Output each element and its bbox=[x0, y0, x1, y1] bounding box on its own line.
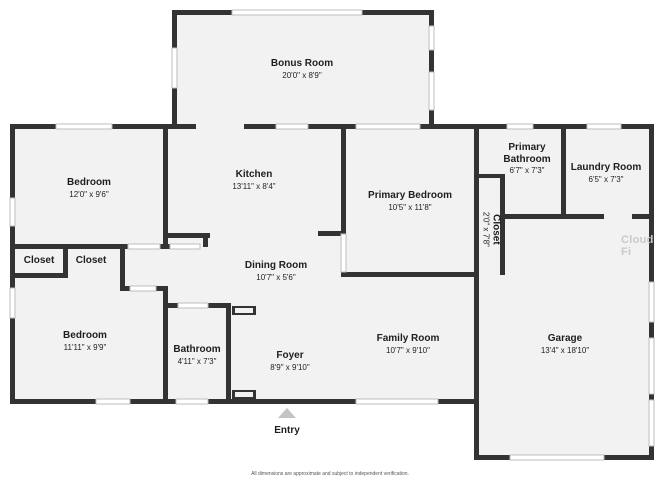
room-bathroom: Bathroom 4'11" x 7'3" bbox=[173, 344, 221, 366]
room-laundry-room: Laundry Room 6'5" x 7'3" bbox=[570, 162, 642, 184]
room-dining-room: Dining Room 10'7" x 5'6" bbox=[244, 260, 308, 282]
room-closet-vertical: Closet 2'0" x 7'8" bbox=[481, 211, 502, 247]
watermark: Cloud Fi bbox=[621, 234, 654, 258]
room-closet-left: Closet bbox=[23, 255, 55, 266]
room-bedroom-upper: Bedroom 12'0" x 9'6" bbox=[67, 177, 111, 199]
room-garage: Garage 13'4" x 18'10" bbox=[540, 333, 590, 355]
disclaimer-text: All dimensions are approximate and subje… bbox=[251, 471, 409, 477]
room-primary-bathroom: Primary Bathroom 6'7" x 7'3" bbox=[503, 142, 551, 175]
windows bbox=[9, 9, 655, 461]
floor-fills bbox=[12, 12, 652, 459]
entry-label: Entry bbox=[274, 425, 300, 436]
room-bedroom-lower: Bedroom 11'11" x 9'9" bbox=[63, 330, 107, 352]
entry-arrow-icon bbox=[278, 408, 296, 418]
room-family-room: Family Room 10'7" x 9'10" bbox=[376, 333, 440, 355]
room-bonus-room: Bonus Room 20'0" x 8'9" bbox=[270, 58, 334, 80]
room-kitchen: Kitchen 13'11" x 8'4" bbox=[232, 169, 276, 191]
room-foyer: Foyer 8'9" x 9'10" bbox=[270, 350, 310, 372]
room-closet-right: Closet bbox=[75, 255, 107, 266]
room-primary-bedroom: Primary Bedroom 10'5" x 11'8" bbox=[368, 190, 452, 212]
